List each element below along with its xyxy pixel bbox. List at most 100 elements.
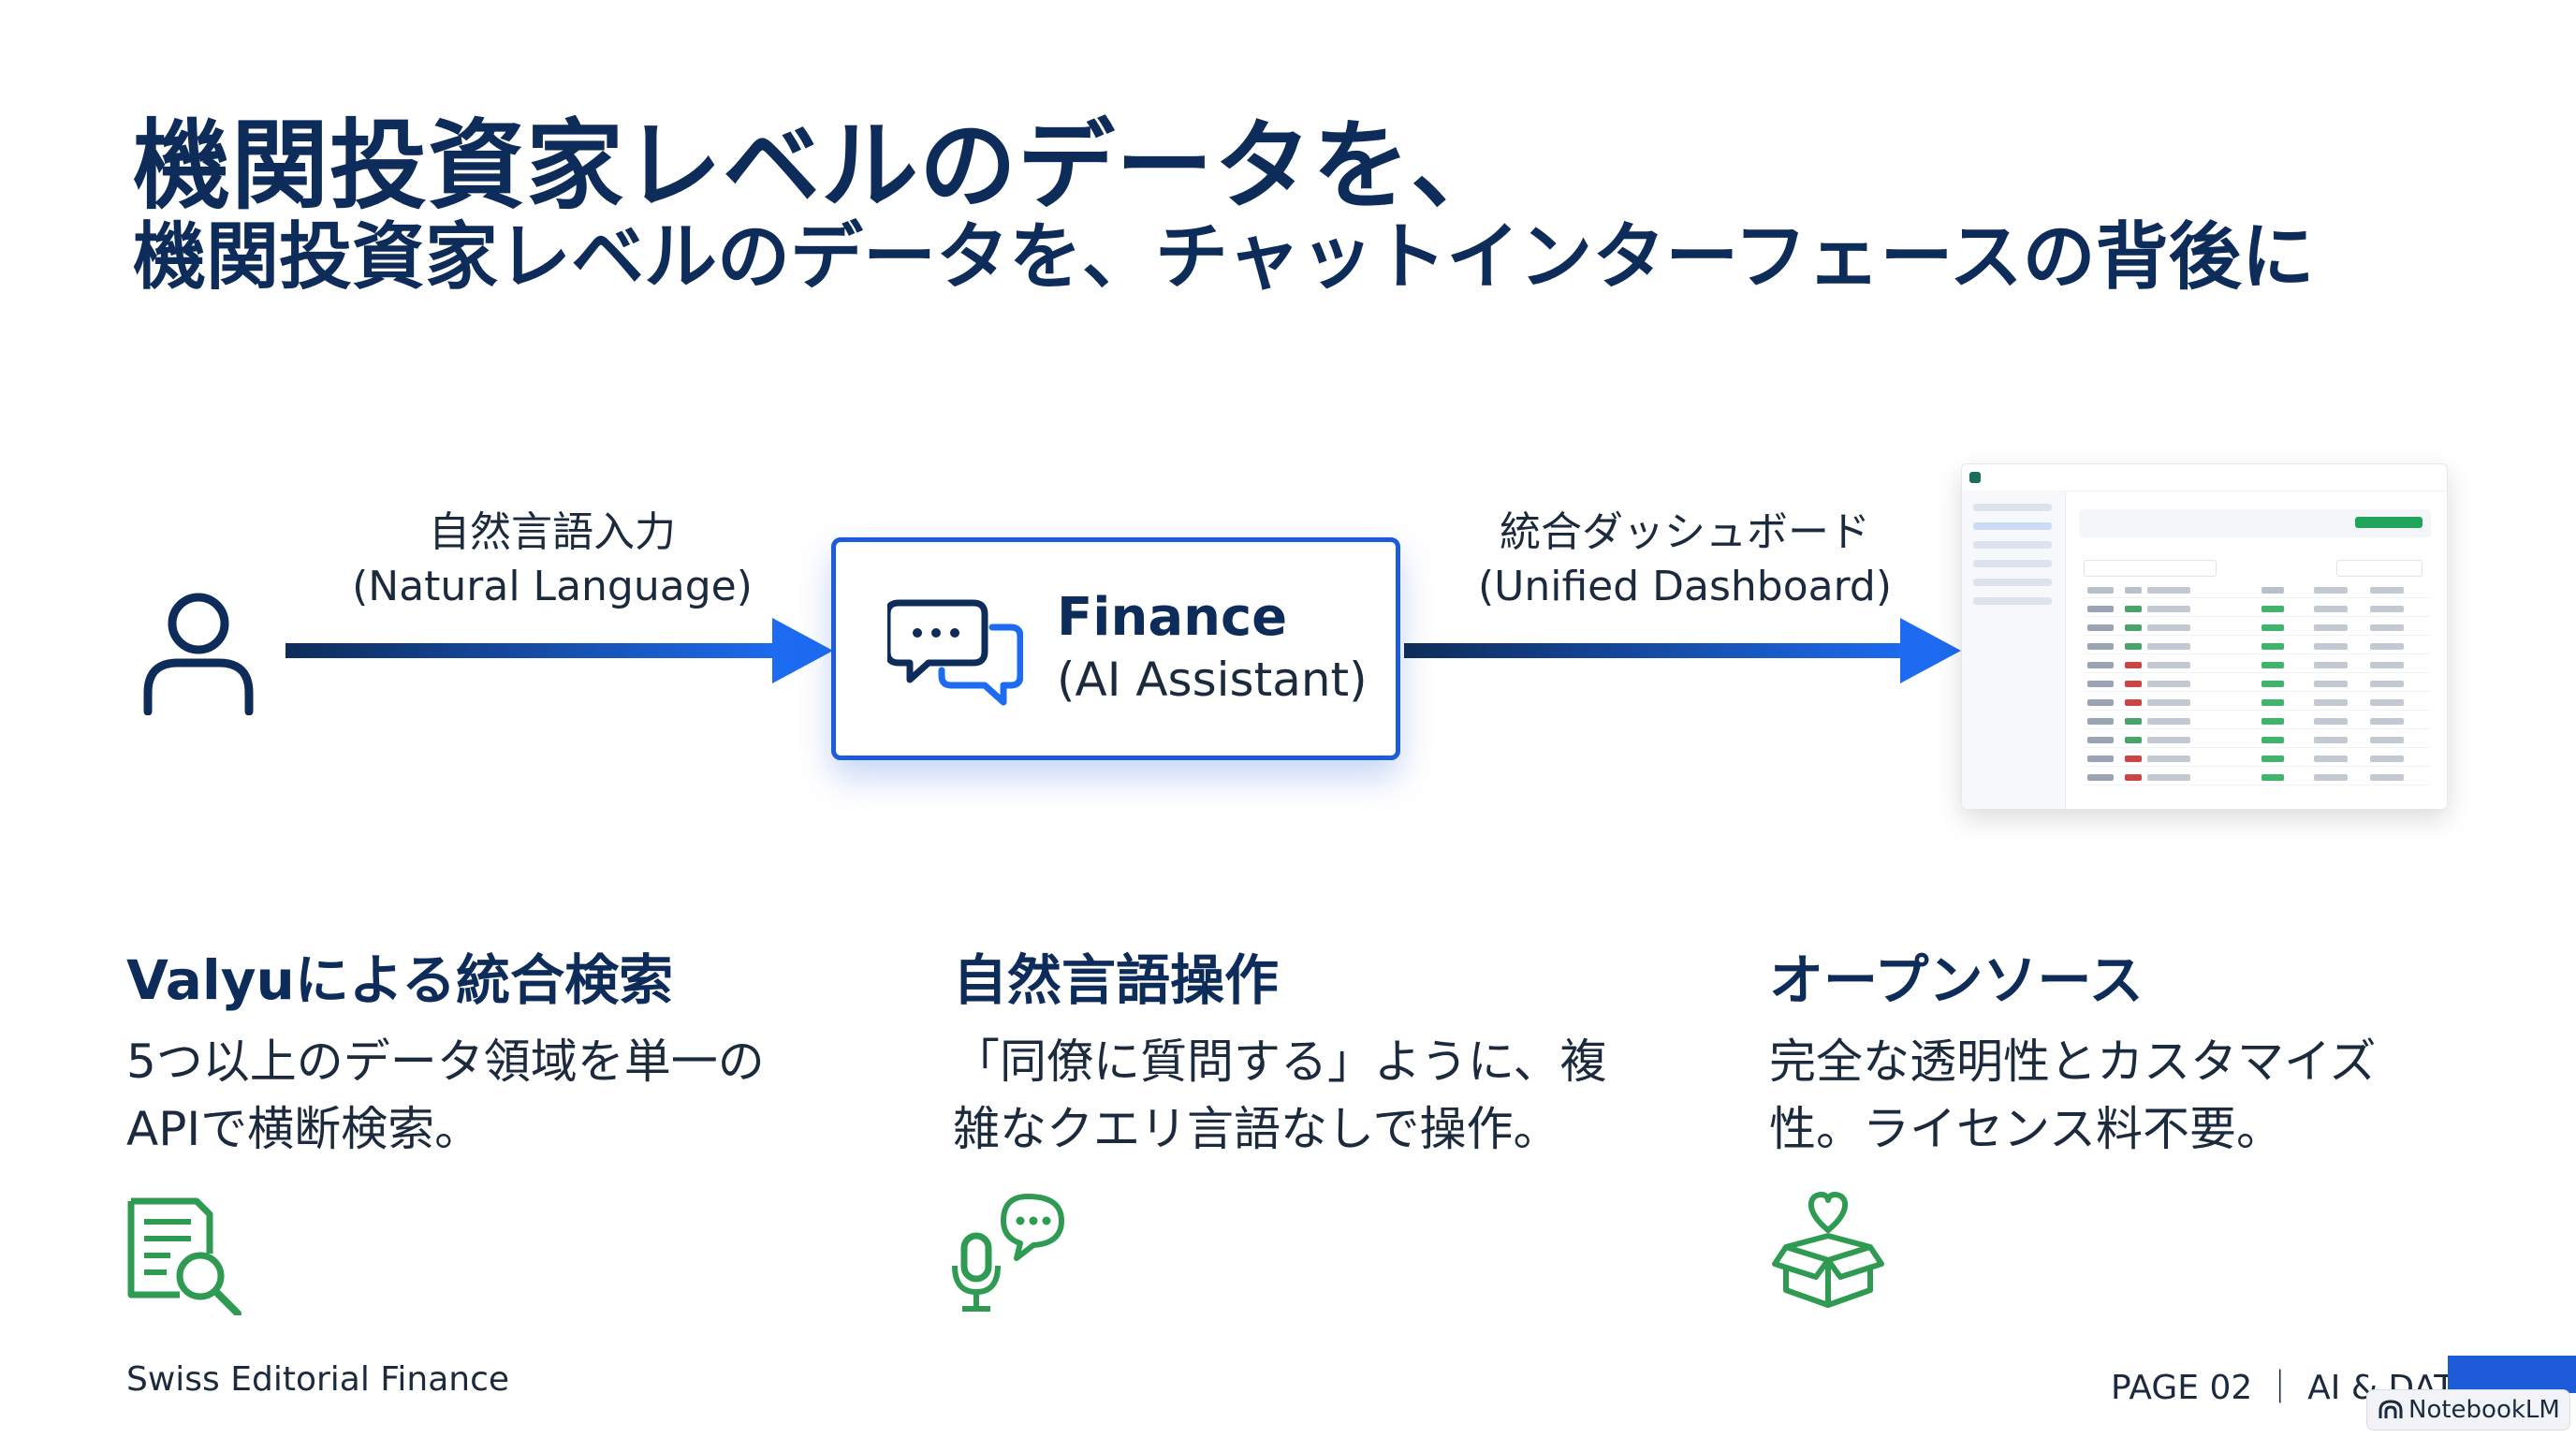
dashboard-sidebar (1962, 491, 2066, 809)
feature-description: 5つ以上のデータ領域を単一の APIで横断検索。 (126, 1028, 765, 1163)
dashboard-table-cell (2261, 643, 2284, 650)
feature-description-line: 「同僚に質問する」ように、複 (953, 1034, 1607, 1089)
dashboard-table-cell (2125, 737, 2142, 743)
dashboard-table-cell (2261, 699, 2284, 706)
feature-title: オープンソース (1769, 948, 2144, 1012)
dashboard-table-cell (2125, 624, 2142, 631)
dashboard-sidebar-item (1973, 579, 2052, 586)
dashboard-table-cell (2370, 587, 2404, 594)
dashboard-filter (2336, 560, 2422, 577)
dashboard-table-cell (2087, 737, 2114, 743)
dashboard-table-cell (2261, 624, 2284, 631)
dashboard-table-cell (2314, 662, 2348, 668)
dashboard-action-button (2355, 517, 2422, 528)
dashboard-table-cell (2314, 718, 2348, 725)
dashboard-table-cell (2147, 718, 2190, 725)
output-label-jp: 統合ダッシュボード (1500, 508, 1870, 556)
dashboard-table-row (2084, 697, 2430, 711)
dashboard-table-cell (2314, 774, 2348, 781)
feature-description-line: 性。ライセンス料不要。 (1769, 1102, 2283, 1156)
feature-description-line: 雑なクエリ言語なしで操作。 (953, 1102, 1560, 1156)
dashboard-preview (1961, 463, 2448, 810)
footer-brand: Swiss Editorial Finance (126, 1360, 510, 1399)
dashboard-table-cell (2147, 756, 2190, 762)
dashboard-table-cell (2314, 756, 2348, 762)
dashboard-table-cell (2261, 718, 2284, 725)
dashboard-table-cell (2125, 606, 2142, 612)
dashboard-table-cell (2370, 774, 2404, 781)
dashboard-table-cell (2087, 699, 2114, 706)
dashboard-table-cell (2087, 643, 2114, 650)
dashboard-table-cell (2147, 737, 2190, 743)
badge-label: NotebookLM (2408, 1396, 2560, 1424)
dashboard-table-row (2084, 584, 2430, 598)
dashboard-table-cell (2314, 606, 2348, 612)
dashboard-table-cell (2261, 681, 2284, 687)
feature-title: 自然言語操作 (953, 948, 1280, 1012)
dashboard-table-cell (2147, 606, 2190, 612)
chat-bubbles-icon (887, 599, 1023, 706)
dashboard-table-row (2084, 659, 2430, 673)
dashboard-table-cell (2261, 662, 2284, 668)
dashboard-sidebar-item (1973, 560, 2052, 567)
dashboard-table-cell (2147, 774, 2190, 781)
dashboard-table-row (2084, 603, 2430, 617)
notebooklm-badge[interactable]: NotebookLM (2366, 1389, 2570, 1431)
dashboard-table-cell (2147, 587, 2190, 594)
dashboard-table-cell (2261, 737, 2284, 743)
dashboard-table-cell (2147, 662, 2190, 668)
feature-description: 完全な透明性とカスタマイズ 性。ライセンス料不要。 (1769, 1028, 2377, 1163)
dashboard-table-cell (2087, 718, 2114, 725)
dashboard-table-cell (2314, 681, 2348, 687)
dashboard-table-cell (2087, 587, 2114, 594)
dashboard-logo (1969, 472, 1981, 483)
dashboard-table-cell (2125, 718, 2142, 725)
dashboard-table-cell (2261, 606, 2284, 612)
notebooklm-icon (2378, 1400, 2403, 1418)
dashboard-table-cell (2314, 699, 2348, 706)
dashboard-table-cell (2370, 699, 2404, 706)
dashboard-table-cell (2261, 756, 2284, 762)
dashboard-sidebar-item (1973, 522, 2052, 530)
dashboard-table-cell (2370, 737, 2404, 743)
dashboard-table-cell (2314, 624, 2348, 631)
dashboard-table-cell (2125, 756, 2142, 762)
dashboard-table-cell (2314, 587, 2348, 594)
output-label-en: (Unified Dashboard) (1477, 563, 1893, 610)
dashboard-table-cell (2125, 643, 2142, 650)
dashboard-table-cell (2370, 718, 2404, 725)
dashboard-table-cell (2370, 624, 2404, 631)
dashboard-table-cell (2370, 606, 2404, 612)
page-title: 機関投資家レベルのデータを、 (133, 109, 1510, 223)
arrow-right-icon (1404, 618, 1961, 683)
dashboard-table-row (2084, 715, 2430, 729)
feature-description-line: APIで横断検索。 (126, 1102, 482, 1156)
dashboard-table-cell (2087, 681, 2114, 687)
dashboard-table-cell (2125, 699, 2142, 706)
finance-assistant-card: Finance (AI Assistant) (831, 537, 1400, 760)
dashboard-table-cell (2370, 662, 2404, 668)
input-label: 自然言語入力 (Natural Language) (342, 506, 763, 614)
page-subtitle: 機関投資家レベルのデータを、チャットインターフェースの背後に (133, 215, 2315, 300)
dashboard-table-cell (2147, 643, 2190, 650)
dashboard-sidebar-item (1973, 504, 2052, 511)
dashboard-table-cell (2370, 681, 2404, 687)
dashboard-table-row (2084, 678, 2430, 692)
dashboard-table-cell (2087, 774, 2114, 781)
dashboard-table-cell (2261, 587, 2284, 594)
dashboard-table-cell (2087, 662, 2114, 668)
document-search-icon (127, 1197, 242, 1315)
dashboard-table-cell (2147, 699, 2190, 706)
dashboard-table-cell (2125, 681, 2142, 687)
dashboard-sidebar-item (1973, 597, 2052, 605)
dashboard-table-cell (2147, 624, 2190, 631)
dashboard-table-cell (2147, 681, 2190, 687)
dashboard-table-cell (2370, 756, 2404, 762)
dashboard-table-cell (2087, 756, 2114, 762)
assistant-subtitle: (AI Assistant) (1057, 653, 1368, 707)
feature-title: Valyuによる統合検索 (126, 948, 674, 1012)
dashboard-table-cell (2125, 587, 2142, 594)
dashboard-table-cell (2314, 643, 2348, 650)
open-box-heart-icon (1772, 1192, 1884, 1308)
dashboard-topbar (1962, 464, 2447, 492)
